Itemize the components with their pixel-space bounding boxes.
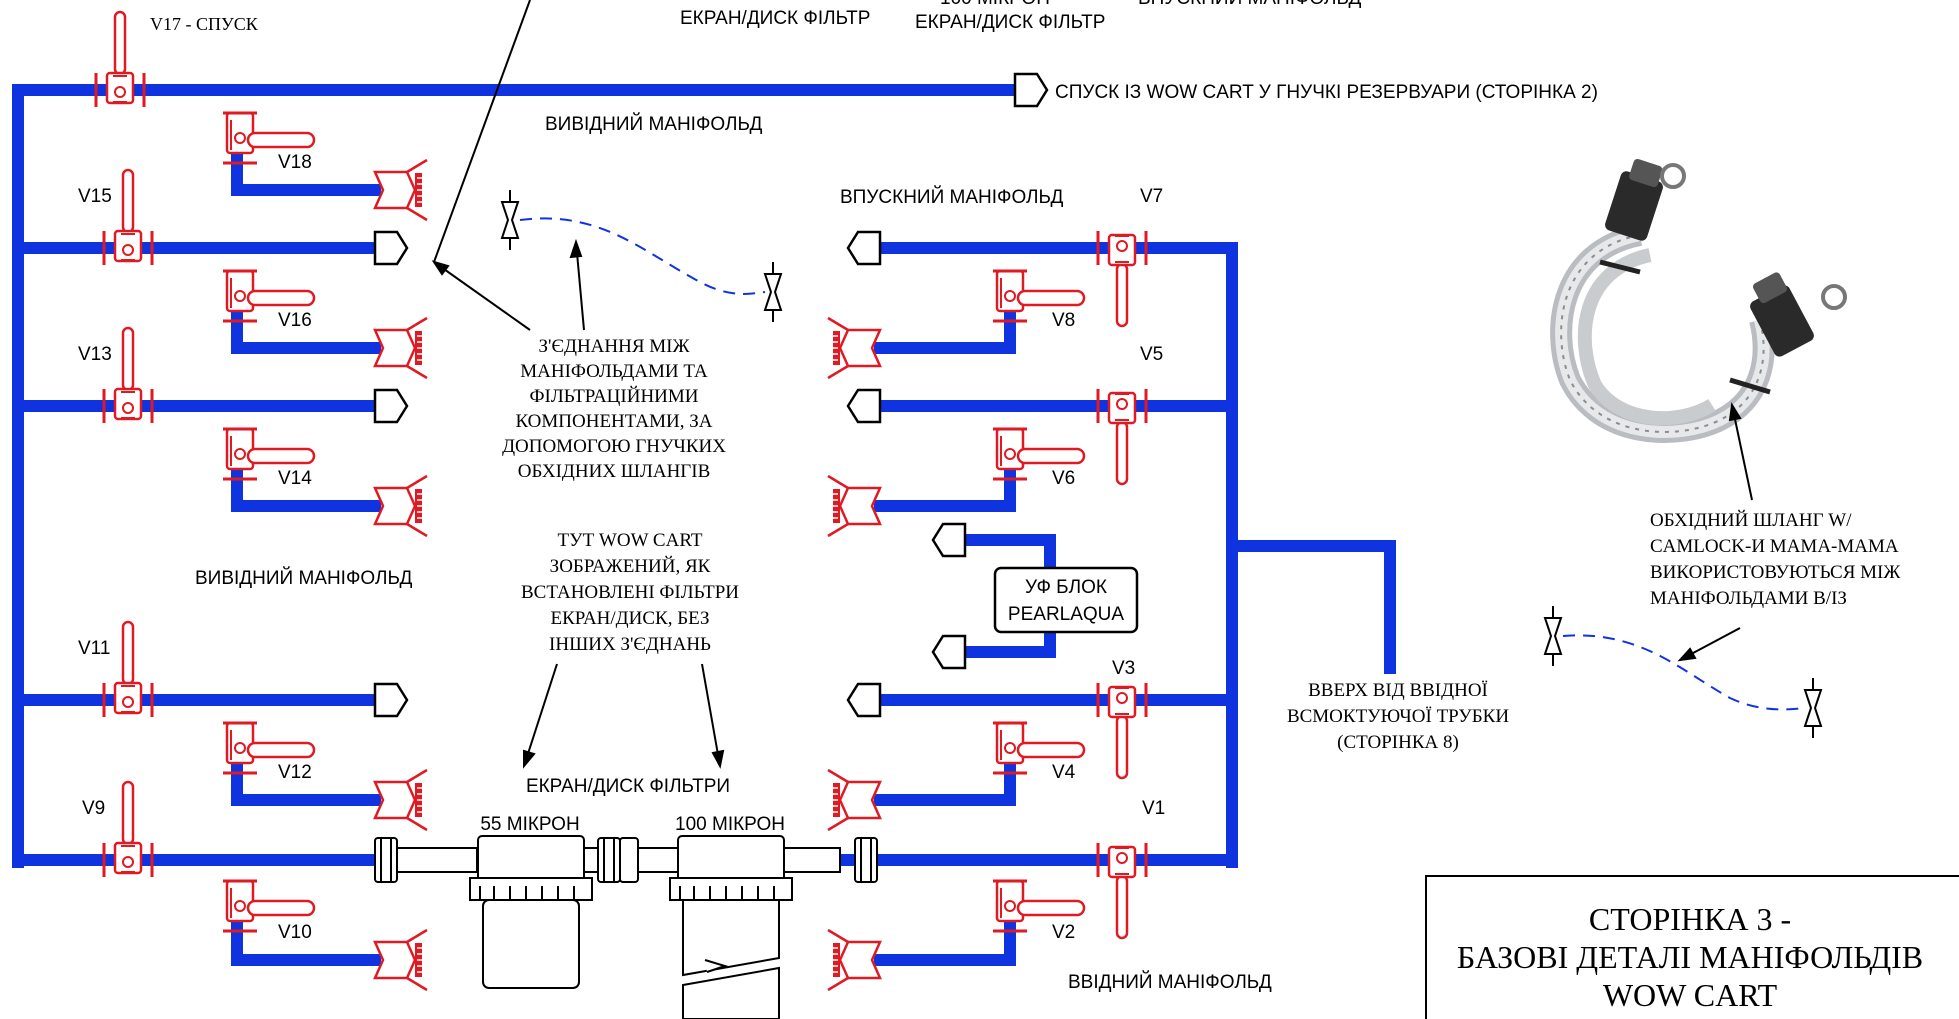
uv-label-1: УФ БЛОК (1025, 577, 1107, 598)
cart-note-3: ВСТАНОВЛЕНІ ФІЛЬТРИ (521, 582, 739, 603)
port-icon (846, 388, 882, 424)
valve-label-v9: V9 (82, 798, 105, 819)
cap-icon (826, 316, 882, 380)
valve-label-v3: V3 (1112, 658, 1135, 679)
pointer-lines (431, 0, 1753, 769)
valve-label-v1: V1 (1142, 798, 1165, 819)
cap-icon (373, 768, 429, 832)
micron-100-label: 100 МІКРОН (675, 814, 785, 835)
title-line-3: WOW CART (1603, 977, 1778, 1013)
drain-port-icon (1013, 72, 1049, 108)
valve-label-v14: V14 (278, 468, 312, 489)
cart-note-4: ЕКРАН/ДИСК, БЕЗ (551, 608, 710, 629)
cap-icon (826, 474, 882, 538)
v17-drain-label: V17 - СПУСК (150, 14, 259, 34)
intake-manifold-label: ВПУСКНИЙ МАНІФОЛЬД (840, 186, 1064, 208)
top-micron-label: 100 МІКРОН (940, 0, 1050, 9)
cap-icon (373, 158, 429, 222)
cap-icon (826, 928, 882, 992)
title-line-2: БАЗОВІ ДЕТАЛІ МАНІФОЛЬДІВ (1457, 939, 1923, 975)
suction-note-1: ВВЕРХ ВІД ВВІДНОЇ (1308, 680, 1488, 701)
micron-55-label: 55 МІКРОН (480, 814, 579, 835)
suction-note-3: (СТОРІНКА 8) (1337, 732, 1459, 753)
title-box: СТОРІНКА 3 - БАЗОВІ ДЕТАЛІ МАНІФОЛЬДІВ W… (1425, 875, 1959, 1019)
cart-note-2: ЗОБРАЖЕНИЙ, ЯК (550, 556, 711, 577)
cart-note-1: ТУТ WOW CART (558, 530, 703, 551)
connection-note-1: З'ЄДНАННЯ МІЖ (539, 336, 691, 357)
port-icon (931, 522, 967, 558)
valve-label-v10: V10 (278, 922, 312, 943)
filter-train (374, 835, 878, 1019)
valve-label-v6: V6 (1052, 468, 1075, 489)
valve-label-v18: V18 (278, 152, 312, 173)
valve-label-v11: V11 (78, 638, 110, 659)
valve-label-v12: V12 (278, 762, 312, 783)
suction-note-2: ВСМОКТУЮЧОЇ ТРУБКИ (1287, 706, 1509, 727)
port-icon (373, 230, 409, 266)
top-intake-label: ВПУСКНИЙ МАНІФОЛЬД (1138, 0, 1362, 9)
bypass-note-4: МАНІФОЛЬДАМИ В/ІЗ (1650, 588, 1847, 609)
uv-label-2: PEARLAQUA (1008, 604, 1124, 625)
valve-label-v15: V15 (78, 186, 112, 207)
bypass-hose-center (501, 189, 782, 323)
valve-label-v5: V5 (1140, 344, 1163, 365)
port-icon (373, 682, 409, 718)
cart-note-5: ІНШИХ З'ЄДНАНЬ (549, 634, 711, 655)
port-icon (846, 682, 882, 718)
top-filter-label-b: ЕКРАН/ДИСК ФІЛЬТР (915, 12, 1105, 33)
valve-label-v2: V2 (1052, 922, 1075, 943)
port-icon (931, 634, 967, 670)
drain-note: СПУСК ІЗ WOW CART У ГНУЧКІ РЕЗЕРВУАРИ (С… (1055, 82, 1598, 103)
inlet-manifold-bottom-label: ВВІДНИЙ МАНІФОЛЬД (1068, 971, 1272, 993)
bypass-note-3: ВИКОРИСТОВУЮТЬСЯ МІЖ (1650, 562, 1901, 583)
port-icon (373, 388, 409, 424)
bypass-hose-photo (1550, 158, 1847, 443)
connection-note-5: ДОПОМОГОЮ ГНУЧКИХ (502, 436, 726, 457)
valve-label-v7: V7 (1140, 186, 1163, 207)
top-filter-label-a: ЕКРАН/ДИСК ФІЛЬТР (680, 8, 870, 29)
uv-unit: УФ БЛОК PEARLAQUA (993, 566, 1139, 634)
bypass-note-1: ОБХІДНИЙ ШЛАНГ W/ (1650, 510, 1852, 531)
cap-icon (373, 474, 429, 538)
connection-note-4: КОМПОНЕНТАМИ, ЗА (515, 411, 712, 432)
outlet-manifold-mid-label: ВИВІДНИЙ МАНІФОЛЬД (195, 567, 412, 589)
bypass-hose-right (1544, 605, 1822, 739)
cap-icon (373, 928, 429, 992)
bypass-note-2: CAMLOCK-И МАМА-МАМА (1650, 536, 1899, 557)
filters-label: ЕКРАН/ДИСК ФІЛЬТРИ (526, 776, 730, 797)
valve-label-v4: V4 (1052, 762, 1076, 783)
cap-icon (373, 316, 429, 380)
cap-icon (826, 768, 882, 832)
valve-label-v8: V8 (1052, 310, 1075, 331)
connection-note-2: МАНІФОЛЬДАМИ ТА (520, 361, 708, 382)
valve-label-v16: V16 (278, 310, 312, 331)
port-icon (846, 230, 882, 266)
title-line-1: СТОРІНКА 3 - (1589, 901, 1791, 937)
outlet-manifold-top-label: ВИВІДНИЙ МАНІФОЛЬД (545, 113, 762, 135)
connection-note-6: ОБХІДНИХ ШЛАНГІВ (518, 461, 711, 482)
valve-label-v13: V13 (78, 344, 112, 365)
labels: V17 - СПУСК ЕКРАН/ДИСК ФІЛЬТР 100 МІКРОН… (78, 0, 1901, 993)
connection-note-3: ФІЛЬТРАЦІЙНИМИ (530, 386, 699, 407)
